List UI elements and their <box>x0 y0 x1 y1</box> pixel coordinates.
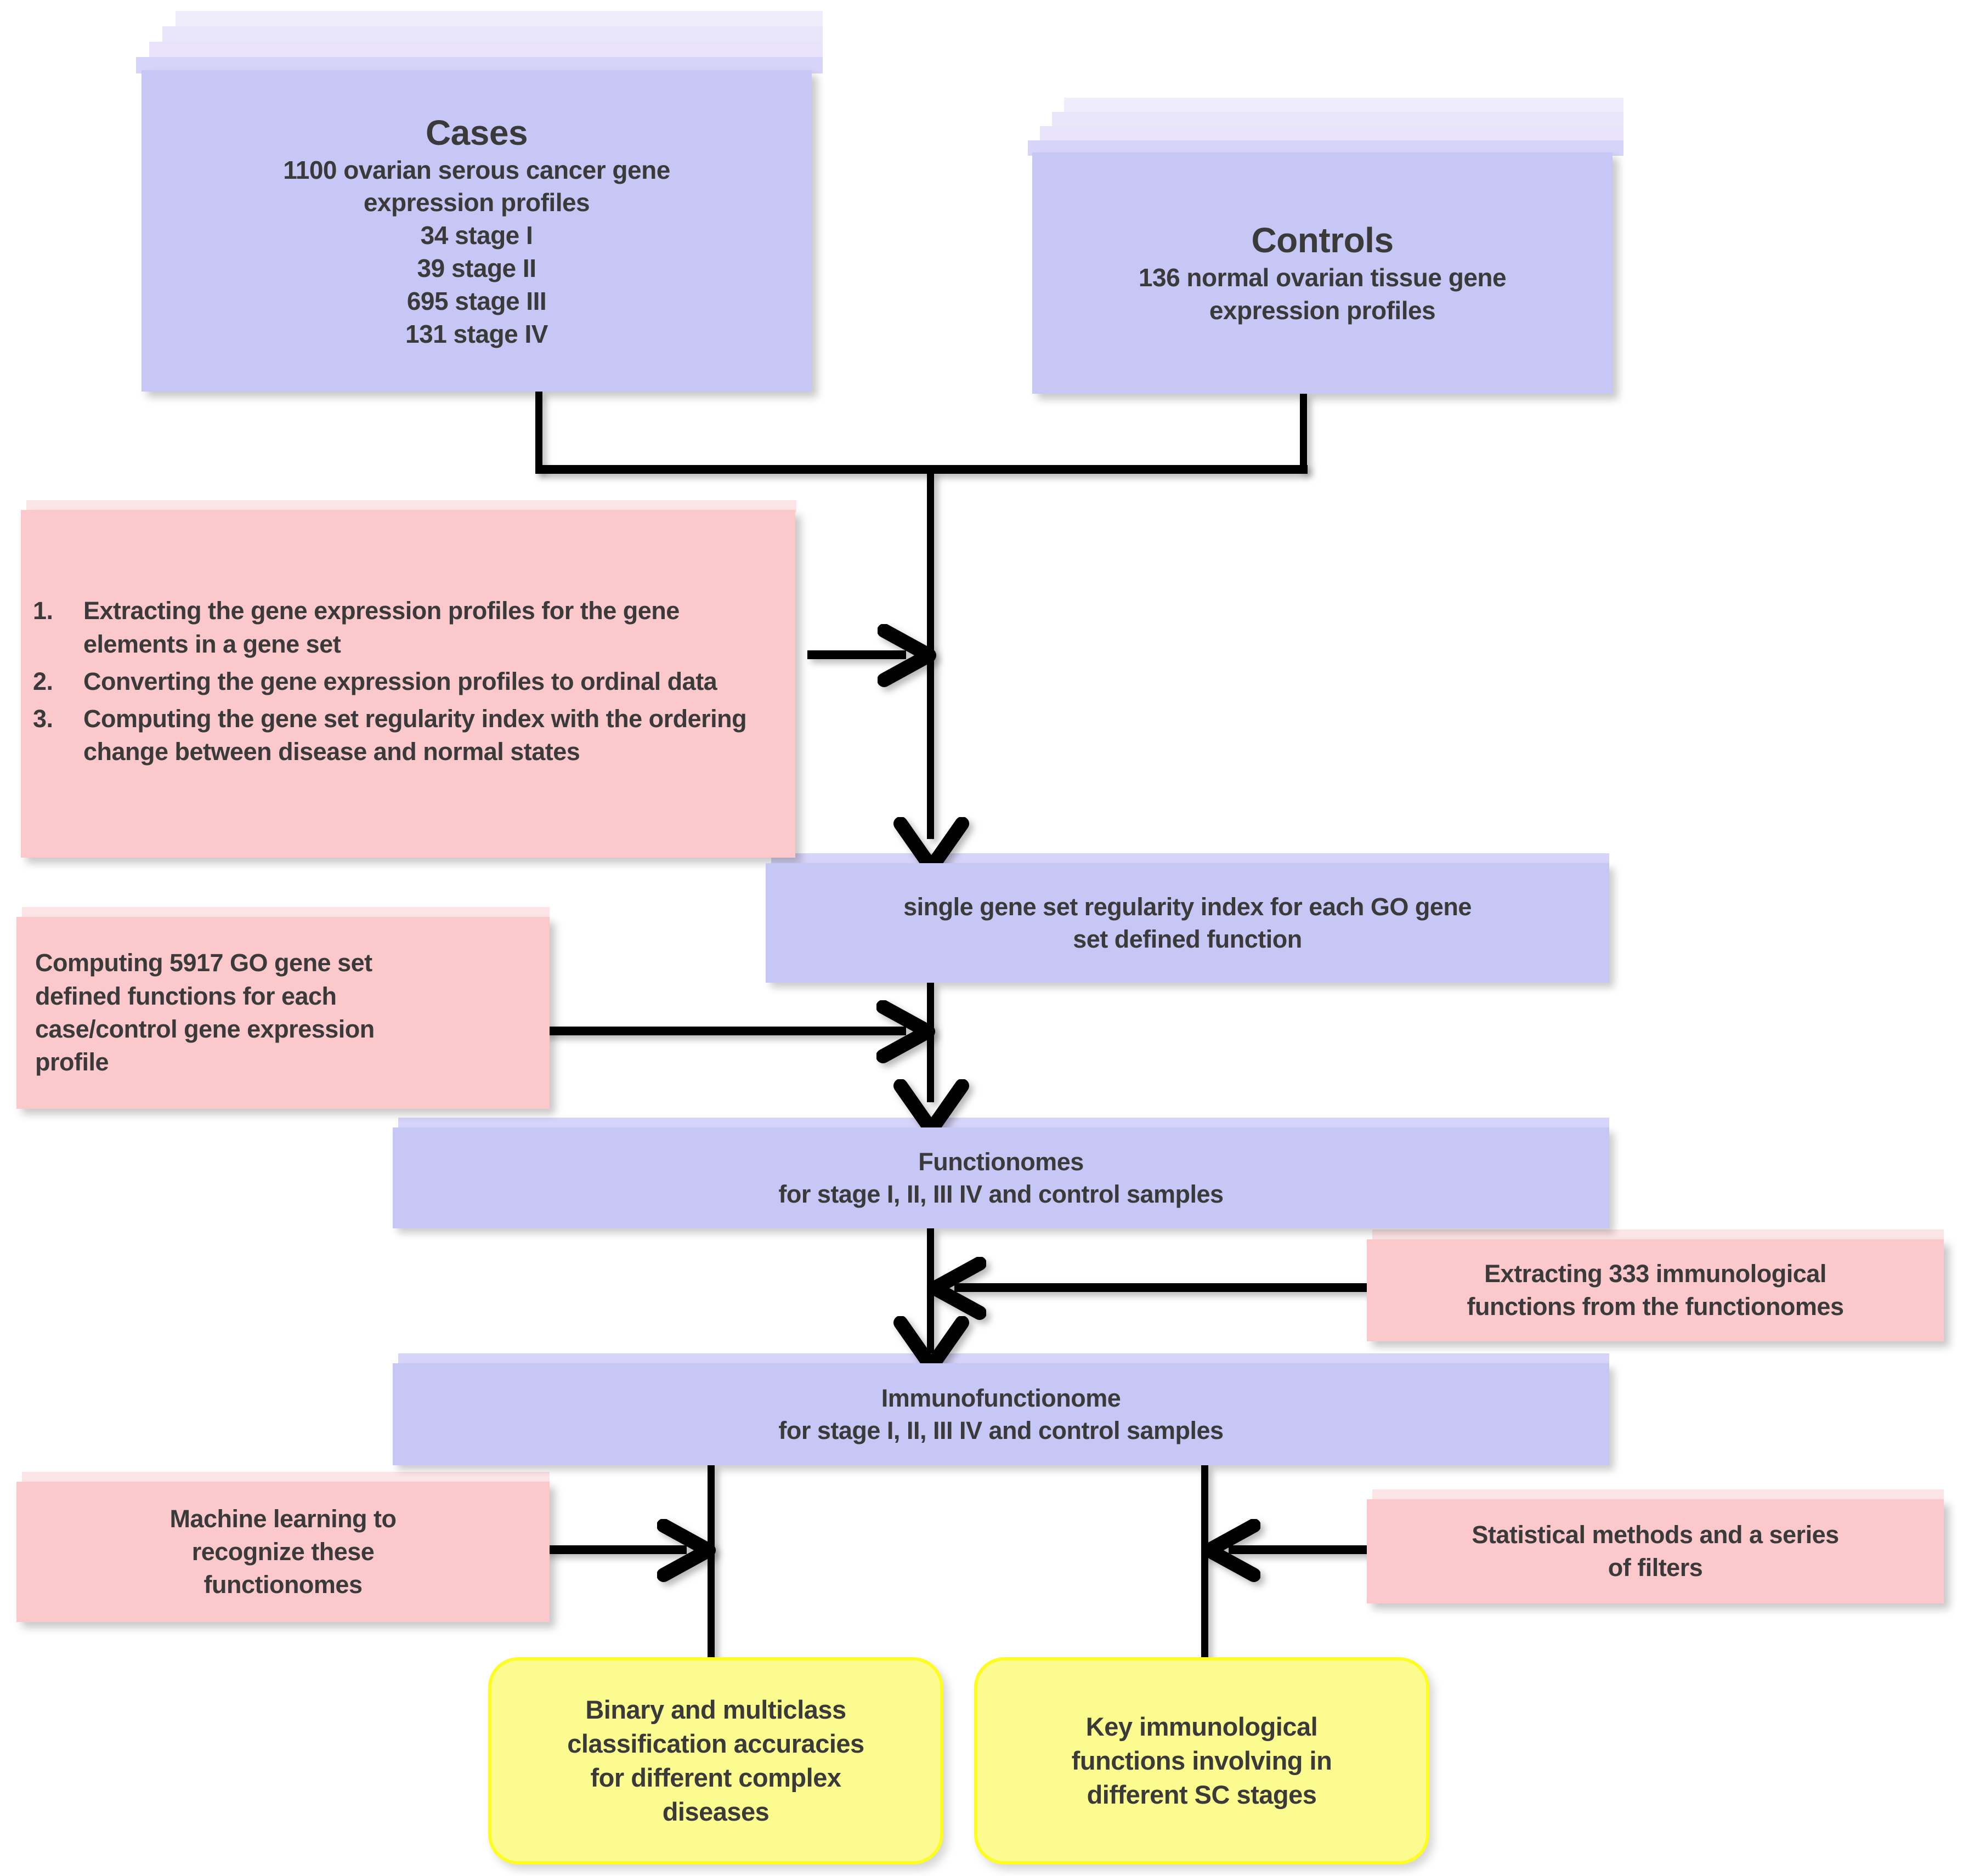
node-functionomes: Functionomes for stage I, II, III IV and… <box>393 1127 1609 1228</box>
cases-line-2: expression profiles <box>363 188 590 217</box>
controls-stack-sheet-1 <box>1064 98 1623 113</box>
machine-learning-note-line-3: functionomes <box>203 1571 363 1599</box>
node-immunofunctionome: Immunofunctionome for stage I, II, III I… <box>393 1363 1609 1465</box>
node-statistical-note: Statistical methods and a series of filt… <box>1367 1499 1944 1603</box>
controls-heading: Controls <box>1251 220 1394 260</box>
steps-note-item-3: 3. Computing the gene set regularity ind… <box>33 702 781 769</box>
node-computing-go-note: Computing 5917 GO gene set defined funct… <box>16 917 550 1109</box>
arrowhead-extract-immuno-to-trunk <box>927 1257 986 1320</box>
computing-go-note-sheet <box>22 907 550 918</box>
cases-line-5: 695 stage III <box>406 286 547 315</box>
cases-heading: Cases <box>425 112 528 152</box>
computing-go-note-line-4: profile <box>35 1048 109 1076</box>
cases-stack-sheet-3 <box>149 42 823 58</box>
functionomes-subtitle: for stage I, II, III IV and control samp… <box>778 1180 1224 1208</box>
arrowhead-steps-note-to-trunk <box>878 624 936 687</box>
cases-line-6: 131 stage IV <box>405 319 548 348</box>
controls-line-1: 136 normal ovarian tissue gene <box>1138 263 1507 292</box>
computing-go-note-line-1: Computing 5917 GO gene set <box>35 949 372 977</box>
cases-line-3: 34 stage I <box>420 221 533 250</box>
steps-note-item-1-text: Extracting the gene expression profiles … <box>83 597 680 658</box>
connector-cases-down <box>535 392 542 472</box>
cases-stack-sheet-1 <box>176 11 823 27</box>
outcome-classification-line-2: classification accuracies <box>567 1728 864 1758</box>
outcome-key-functions-line-1: Key immunological <box>1085 1711 1318 1741</box>
node-single-index: single gene set regularity index for eac… <box>766 863 1609 983</box>
machine-learning-note-line-2: recognize these <box>191 1537 375 1566</box>
statistical-note-line-2: of filters <box>1608 1554 1703 1582</box>
arrowhead-machine-learning-to-branch <box>657 1519 716 1582</box>
node-outcome-key-functions: Key immunological functions involving in… <box>974 1657 1429 1864</box>
connector-controls-down <box>1300 394 1307 472</box>
cases-stack-sheet-2 <box>162 26 823 43</box>
cases-line-4: 39 stage II <box>417 254 536 283</box>
outcome-key-functions-line-3: different SC stages <box>1087 1780 1317 1810</box>
node-steps-note: 1. Extracting the gene expression profil… <box>21 510 795 858</box>
functionomes-sheet <box>398 1118 1609 1127</box>
immunofunctionome-sheet <box>398 1353 1609 1363</box>
immunofunctionome-subtitle: for stage I, II, III IV and control samp… <box>778 1416 1224 1444</box>
node-cases: Cases 1100 ovarian serous cancer gene ex… <box>142 70 812 392</box>
controls-stack-sheet-3 <box>1040 126 1623 141</box>
machine-learning-note-line-1: Machine learning to <box>169 1504 397 1533</box>
extract-immuno-note-line-2: functions from the functionomes <box>1467 1293 1845 1320</box>
steps-note-item-1-number: 1. <box>33 597 53 625</box>
steps-note-item-1: 1. Extracting the gene expression profil… <box>33 594 781 661</box>
connector-steps-note-to-trunk <box>807 650 906 659</box>
node-extract-immuno-note: Extracting 333 immunological functions f… <box>1367 1239 1944 1341</box>
node-machine-learning-note: Machine learning to recognize these func… <box>16 1482 550 1622</box>
node-controls: Controls 136 normal ovarian tissue gene … <box>1032 152 1613 394</box>
steps-note-item-3-text: Computing the gene set regularity index … <box>83 705 747 766</box>
outcome-classification-line-1: Binary and multiclass <box>585 1694 846 1724</box>
controls-stack-sheet-2 <box>1052 112 1623 127</box>
controls-line-2: expression profiles <box>1209 296 1436 325</box>
statistical-note-line-1: Statistical methods and a series <box>1472 1520 1839 1549</box>
connector-merge-horizontal <box>535 465 1308 474</box>
outcome-classification-line-4: diseases <box>662 1797 770 1827</box>
node-outcome-classification: Binary and multiclass classification acc… <box>488 1657 943 1864</box>
extract-immuno-note-sheet <box>1372 1229 1944 1240</box>
functionomes-heading: Functionomes <box>918 1147 1084 1176</box>
outcome-key-functions-line-2: functions involving in <box>1071 1745 1332 1775</box>
connector-statistical-to-branch <box>1229 1545 1371 1554</box>
connector-index-to-functionomes <box>927 983 934 1102</box>
steps-note-list: 1. Extracting the gene expression profil… <box>21 582 795 785</box>
arrowhead-statistical-to-branch <box>1202 1519 1260 1582</box>
connector-machine-learning-to-branch <box>544 1545 687 1554</box>
cases-line-1: 1100 ovarian serous cancer gene <box>283 155 670 184</box>
steps-note-sheet <box>26 500 796 512</box>
outcome-classification-line-3: for different complex <box>590 1763 841 1792</box>
single-index-sheet <box>771 853 1609 863</box>
connector-extract-immuno-to-trunk <box>954 1283 1371 1292</box>
steps-note-item-2: 2. Converting the gene expression profil… <box>33 665 781 698</box>
extract-immuno-note-line-1: Extracting 333 immunological <box>1484 1259 1826 1288</box>
steps-note-item-3-number: 3. <box>33 705 53 733</box>
computing-go-note-line-2: defined functions for each <box>35 982 337 1010</box>
single-index-line-2: set defined function <box>1073 925 1302 953</box>
connector-computing-go-to-trunk <box>544 1027 906 1035</box>
arrowhead-computing-go-to-trunk <box>876 1000 935 1063</box>
steps-note-item-2-text: Converting the gene expression profiles … <box>83 667 717 695</box>
single-index-line-1: single gene set regularity index for eac… <box>903 892 1472 921</box>
computing-go-note-line-3: case/control gene expression <box>35 1015 375 1043</box>
immunofunctionome-heading: Immunofunctionome <box>881 1384 1121 1412</box>
machine-learning-note-sheet <box>22 1472 550 1483</box>
statistical-note-sheet <box>1372 1489 1944 1500</box>
steps-note-item-2-number: 2. <box>33 667 53 695</box>
